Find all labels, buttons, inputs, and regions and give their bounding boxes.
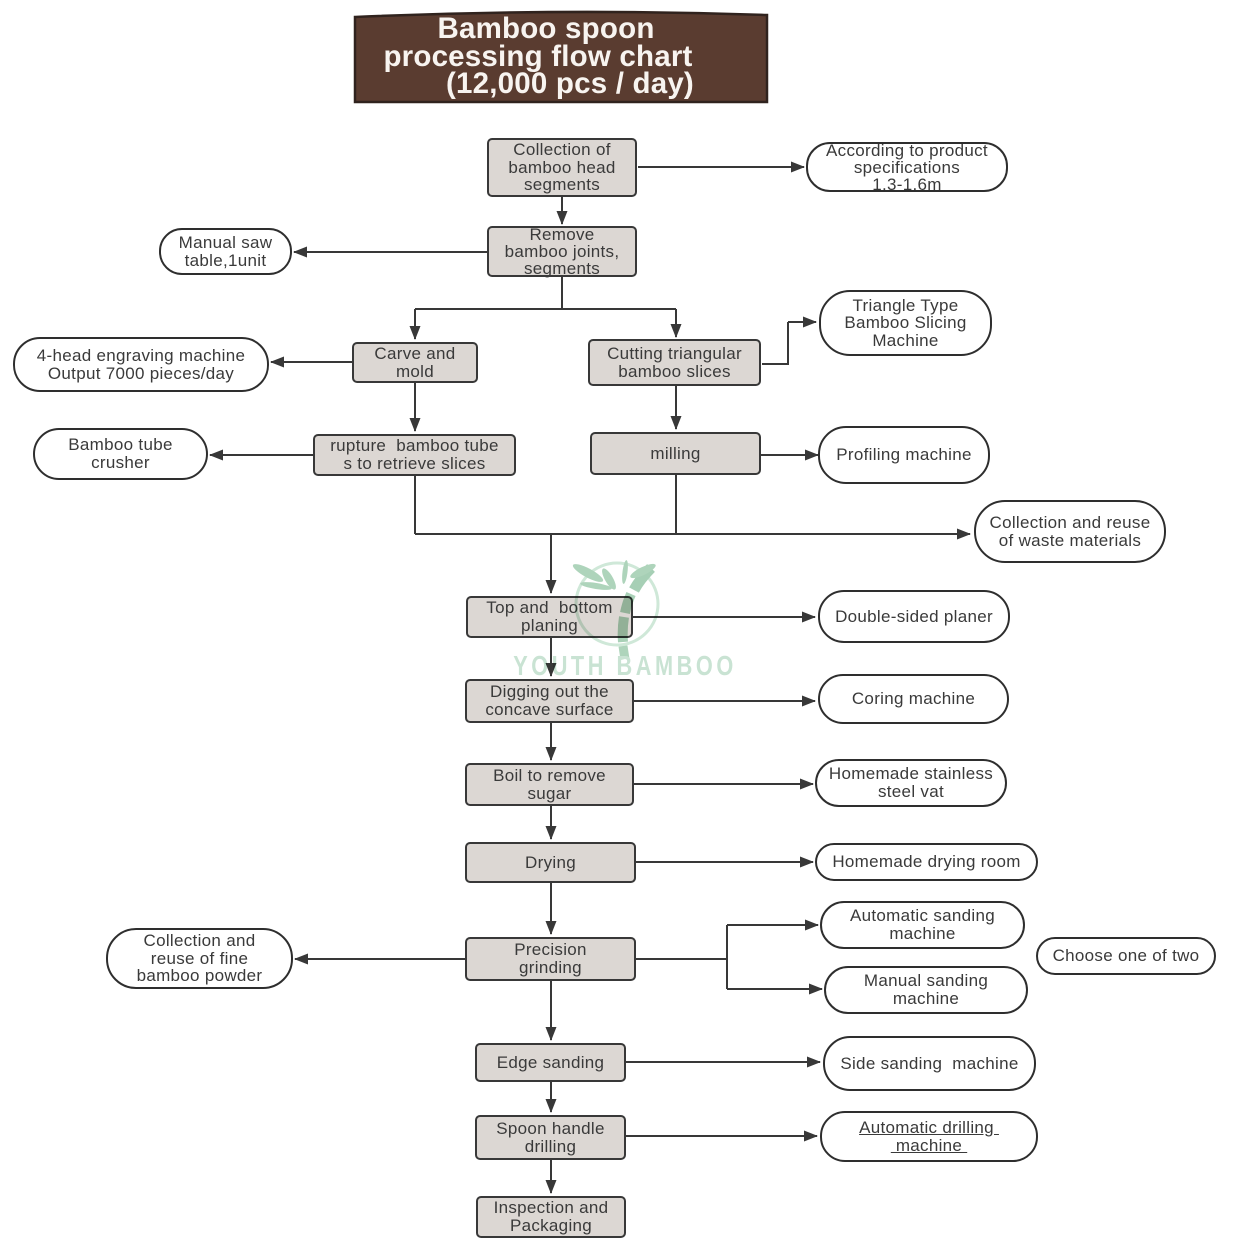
svg-text:YOUTH BAMBOO: YOUTH BAMBOO — [513, 652, 737, 682]
